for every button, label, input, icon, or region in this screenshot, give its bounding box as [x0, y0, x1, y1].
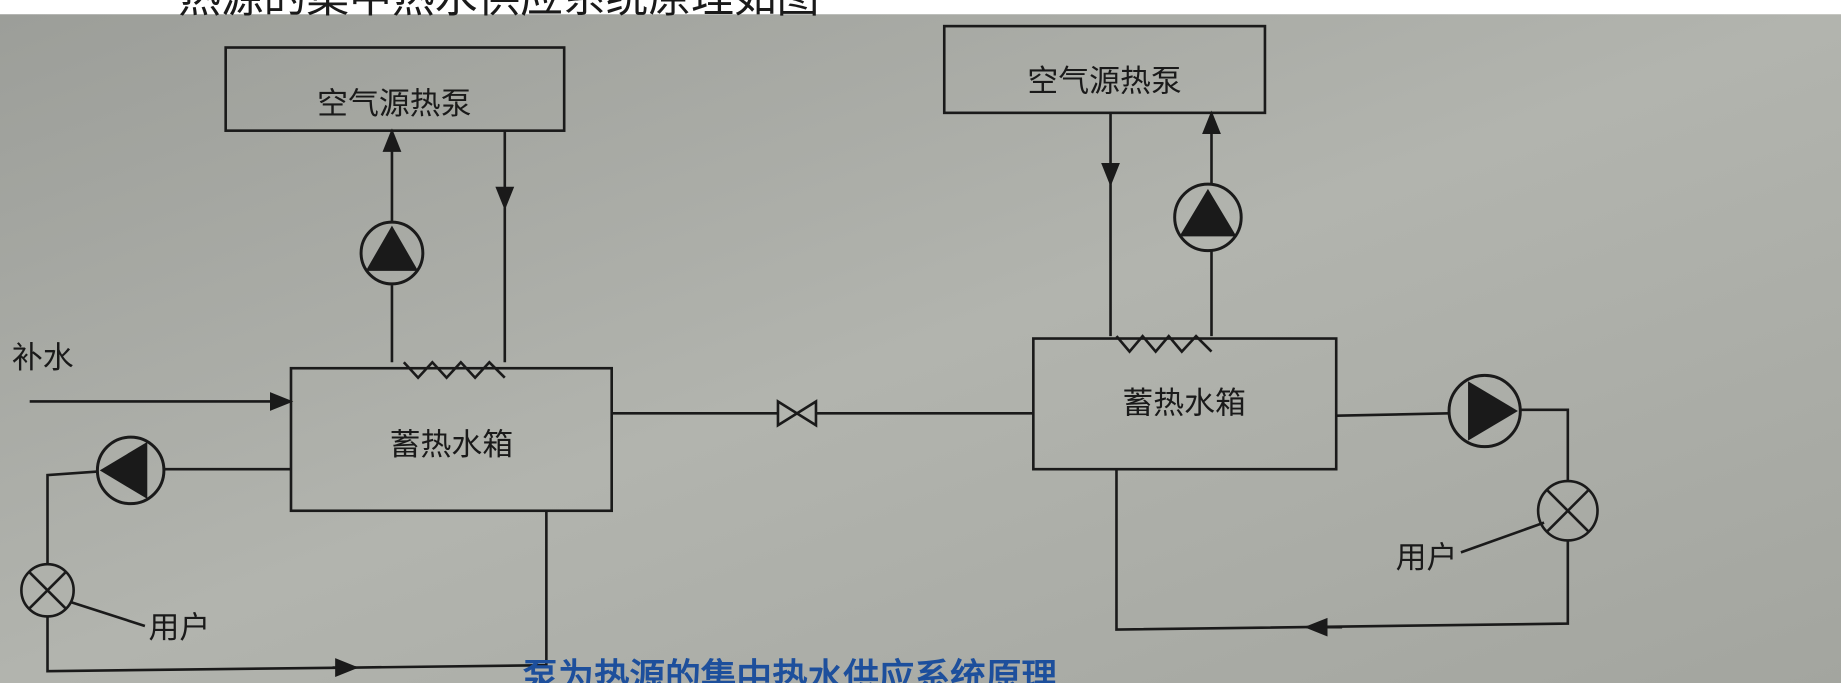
right-supply-pump-icon [1447, 373, 1522, 449]
left-heat-pump-circulation-pump-icon [359, 220, 425, 286]
header-text: 热源的集中热水供应系统原理如图 [178, 0, 819, 23]
figure-caption: 泵为热源的集中热水供应系统原理 [523, 657, 1058, 683]
left-user-label: 用户 [148, 610, 210, 646]
right-user-label: 用户 [1396, 540, 1458, 576]
paper-background [0, 14, 1841, 684]
connecting-valve-icon [776, 399, 818, 428]
right-heat-pump-box [942, 24, 1267, 115]
right-heat-pump-circulation-pump-icon [1173, 182, 1243, 253]
right-heating-coil [1115, 334, 1213, 354]
right-heat-pump-label: 空气源热泵 [1027, 63, 1181, 99]
right-user-fixture-icon [1536, 479, 1599, 542]
left-tank-label: 蓄热水箱 [390, 427, 513, 463]
right-storage-tank [1032, 337, 1338, 471]
left-storage-tank [289, 366, 613, 513]
right-tank-label: 蓄热水箱 [1122, 385, 1245, 421]
left-heat-pump-label: 空气源热泵 [317, 86, 471, 122]
left-heating-coil [402, 360, 506, 380]
left-supply-pump-icon [95, 435, 166, 506]
makeup-water-label: 补水 [12, 340, 74, 376]
left-user-fixture-icon [20, 562, 75, 618]
